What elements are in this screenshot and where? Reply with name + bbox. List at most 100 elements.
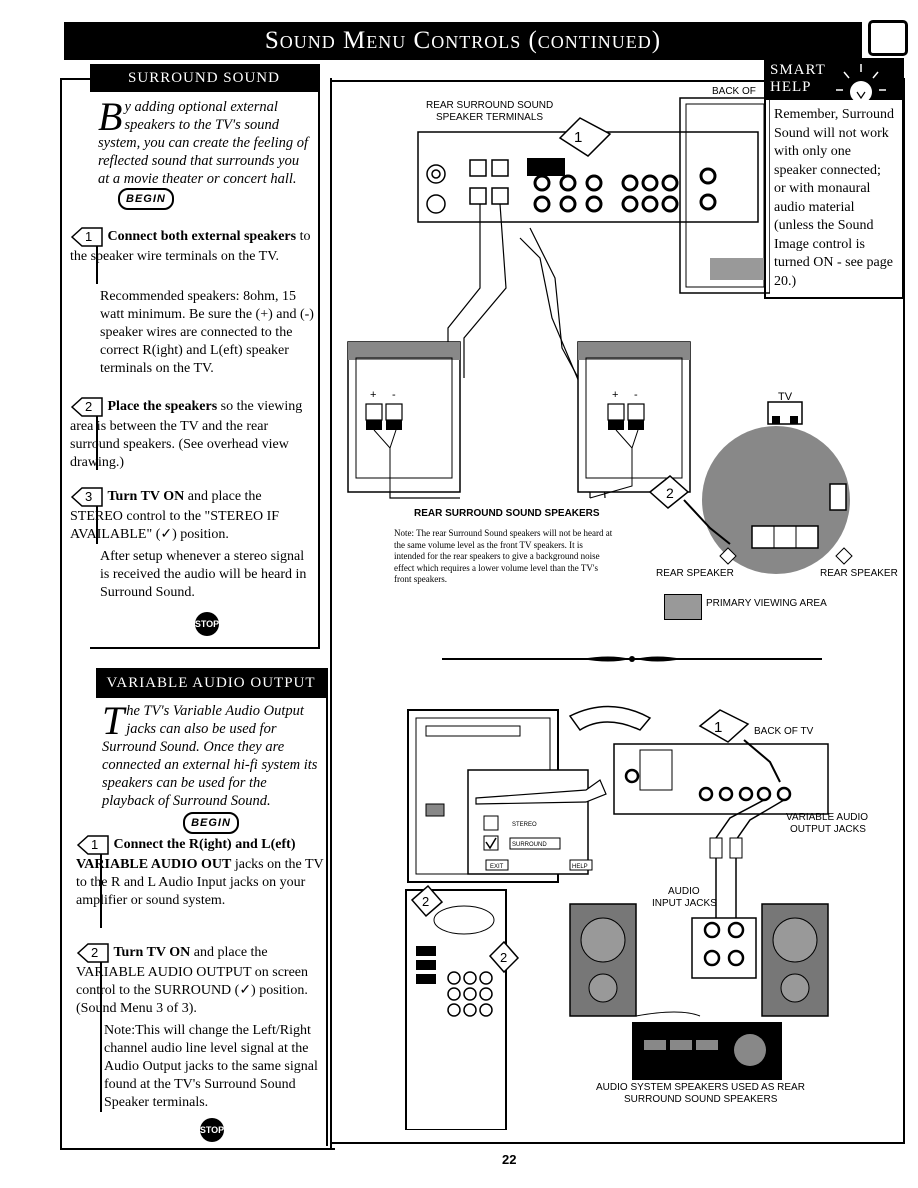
step-arrow-icon: [76, 943, 109, 963]
step-text: so the viewing area is between the TV an…: [70, 399, 303, 470]
top-connection-diagram: 1 + - + -: [347, 97, 770, 499]
step-bold-text: Turn TV ON: [113, 945, 191, 961]
smart-help-body: Remember, Surround Sound will not work w…: [764, 100, 904, 299]
diagram-step-num: 1: [574, 129, 582, 146]
smart-help-heading: SMART HELP: [764, 58, 904, 100]
variable-note: Note:This will change the Left/Right cha…: [104, 1023, 318, 1110]
variable-intro-text: he TV's Variable Audio Output jacks can …: [102, 703, 318, 809]
primary-area-label: PRIMARY VIEWING AREA: [706, 598, 827, 609]
variable-dropcap: T: [102, 698, 125, 743]
step-number: 3: [85, 489, 93, 504]
step-bold-text: Place the speakers: [107, 399, 218, 415]
menu-stereo-label: STEREO: [512, 822, 537, 828]
step-rule: [100, 854, 102, 928]
step-arrow-icon: [70, 397, 103, 417]
step-bold-text: Connect both external speakers: [107, 229, 297, 245]
column-divider: [330, 78, 332, 1150]
section-divider: [442, 656, 822, 662]
step-number: 1: [85, 229, 93, 244]
variable-step-1: 1 Connect the R(ight) and L(eft) VARIABL…: [76, 834, 326, 910]
menu-help-label: HELP: [572, 864, 588, 870]
smart-help-heading-1: SMART: [770, 62, 826, 78]
step-text: and place the VARIABLE AUDIO OUTPUT on s…: [76, 945, 309, 1016]
audio-input-label-1: AUDIO: [668, 886, 700, 897]
overhead-view: TV 2: [648, 391, 853, 574]
surround-step-2: 2 Place the speakers so the viewing area…: [70, 396, 316, 472]
frame-bottom-left: [60, 1148, 335, 1150]
surround-step-3: 3 Turn TV ON and place the STEREO contro…: [70, 486, 316, 544]
stop-icon: STOP: [195, 612, 219, 636]
step-number: 1: [91, 837, 99, 852]
rear-speaker-right-label: REAR SPEAKER: [820, 568, 898, 579]
loudness-note: Note: The rear Surround Sound speakers w…: [394, 528, 613, 584]
tv-label: TV: [778, 391, 793, 403]
step-rule: [100, 962, 102, 1112]
back-of-tv-label: BACK OF TV: [754, 726, 814, 737]
system-caption-2: SURROUND SOUND SPEAKERS: [624, 1094, 778, 1105]
diagram-step2-num-a: 2: [422, 894, 429, 909]
system-caption-1: AUDIO SYSTEM SPEAKERS USED AS REAR: [596, 1082, 805, 1093]
step-rule: [96, 506, 98, 544]
step-rule: [96, 246, 98, 284]
frame-right: [903, 78, 905, 1143]
smart-help-heading-2: HELP: [770, 79, 812, 95]
step-number: 2: [85, 399, 93, 414]
diagram-step2-num-b: 2: [500, 950, 507, 965]
speakers-caption: REAR SURROUND SOUND SPEAKERS: [414, 508, 600, 519]
frame-bottom-right: [332, 1142, 905, 1144]
audio-input-label-2: INPUT JACKS: [652, 898, 717, 909]
minus-label: -: [392, 389, 396, 401]
title-corner-box: [868, 20, 908, 56]
stop-label: STOP: [194, 619, 220, 629]
rear-speaker-left-label: REAR SPEAKER: [656, 568, 734, 579]
bottom-connection-diagram: STEREO SURROUND EXIT HELP 2 2 1: [405, 705, 829, 1130]
step-text: jacks on the TV to the R and L Audio Inp…: [76, 857, 324, 908]
surround-dropcap: B: [98, 94, 123, 139]
step-number: 2: [91, 945, 99, 960]
step-text: to the speaker wire terminals on the TV.: [70, 229, 311, 264]
begin-badge: BEGIN: [183, 812, 239, 834]
variable-step-2: 2 Turn TV ON and place the VARIABLE AUDI…: [76, 942, 326, 1018]
terminals-label-2: SPEAKER TERMINALS: [436, 112, 544, 123]
menu-exit-label: EXIT: [490, 864, 504, 870]
surround-step-1: 1 Connect both external speakers to the …: [70, 226, 316, 266]
menu-surround-label: SURROUND: [512, 842, 547, 848]
frame-top-right: [332, 80, 764, 82]
primary-area-swatch: [664, 594, 702, 620]
surround-intro-text: y adding optional external speakers to t…: [98, 99, 309, 187]
plus-label: +: [612, 389, 618, 401]
variable-heading: VARIABLE AUDIO OUTPUT: [96, 668, 326, 698]
begin-badge: BEGIN: [118, 188, 174, 210]
diagram-step2-num: 2: [666, 485, 674, 501]
back-of-label: BACK OF: [712, 86, 756, 97]
frame-left: [60, 78, 62, 1150]
terminals-label-1: REAR SURROUND SOUND: [426, 100, 554, 111]
surround-heading-text: SURROUND SOUND: [128, 69, 280, 86]
step-text: and place the STEREO control to the "STE…: [70, 489, 280, 542]
step-rule: [96, 416, 98, 470]
step-bold-text: Turn TV ON: [107, 489, 185, 505]
stop-label: STOP: [199, 1125, 225, 1135]
surround-step3-detail: After setup whenever a stereo signal is …: [100, 549, 307, 600]
surround-step1-detail: Recommended speakers: 8ohm, 15 watt mini…: [100, 289, 314, 376]
variable-jacks-label-2: OUTPUT JACKS: [790, 824, 866, 835]
page-number: 22: [502, 1152, 517, 1167]
lightbulb-icon: [836, 64, 886, 110]
diagram-bottom-step-num: 1: [714, 719, 722, 736]
page-title-text: Sound Menu Controls (continued): [264, 27, 662, 54]
plus-label: +: [370, 389, 376, 401]
minus-label: -: [634, 389, 638, 401]
frame-top-left: [60, 78, 90, 80]
step-arrow-icon: [70, 487, 103, 507]
stop-icon: STOP: [200, 1118, 224, 1142]
step-arrow-icon: [70, 227, 103, 247]
variable-jacks-label-1: VARIABLE AUDIO: [786, 812, 869, 823]
page-title: Sound Menu Controls (continued): [64, 22, 862, 60]
smart-help-box: SMART HELP Remember, Surround Sound will…: [764, 58, 904, 320]
step-bold-text: Connect the R(ight) and L(eft) VARIABLE …: [76, 837, 296, 872]
variable-heading-text: VARIABLE AUDIO OUTPUT: [106, 674, 316, 691]
